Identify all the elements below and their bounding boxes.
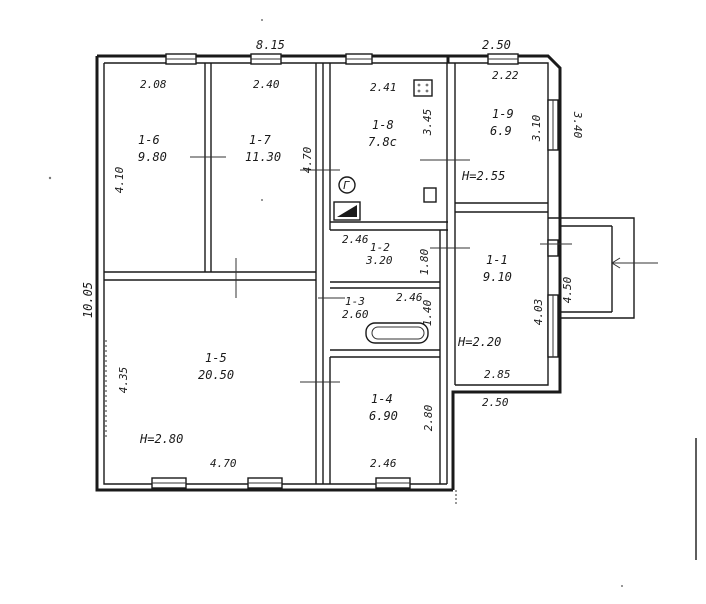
dim-ext-side: 3.40 — [571, 111, 584, 139]
dim-r6-side: 4.10 — [113, 166, 126, 193]
room-id-1-7: 1-7 — [249, 133, 271, 147]
windows — [151, 53, 559, 489]
dim-left-total: 10.05 — [81, 282, 95, 318]
dim-r6-top: 2.08 — [140, 78, 167, 91]
room-id-1-1: 1-1 — [486, 253, 508, 267]
height-main: H=2.80 — [139, 432, 183, 446]
dim-r5-bottom: 4.70 — [210, 457, 237, 470]
fixtures: Г — [333, 79, 437, 344]
room-area-1-4: 6.90 — [369, 409, 398, 423]
room-area-1-3: 2.60 — [342, 308, 369, 321]
dim-r3-side: 1.40 — [421, 299, 434, 326]
room-id-1-5: 1-5 — [205, 351, 227, 365]
room-id-1-9: 1-9 — [492, 107, 514, 121]
room-area-1-9: 6.9 — [490, 124, 512, 138]
dim-top-total: 8.15 — [256, 38, 285, 52]
room-id-1-4: 1-4 — [371, 392, 393, 406]
dim-r7-top: 2.40 — [253, 78, 280, 91]
height-ext-room: H=2.20 — [457, 335, 501, 349]
ceiling-heights: H=2.80 H=2.55 H=2.20 — [139, 169, 505, 446]
dim-r8-side: 3.45 — [421, 109, 434, 137]
bathtub-icon — [365, 322, 429, 344]
room-area-1-6: 9.80 — [138, 150, 167, 164]
dimension-labels: 8.15 2.50 10.05 2.08 2.40 2.41 2.22 4.10… — [81, 38, 584, 470]
dim-r2-top: 2.46 — [342, 233, 369, 246]
room-area-1-1: 9.10 — [483, 270, 512, 284]
dim-r7-side: 4.70 — [301, 146, 314, 173]
dim-r3-top: 2.46 — [396, 291, 423, 304]
height-ext-top: H=2.55 — [461, 169, 505, 183]
room-area-1-8: 7.8c — [368, 135, 397, 149]
room-id-1-3: 1-3 — [345, 295, 365, 308]
dim-r8-top: 2.41 — [370, 81, 397, 94]
dim-r9-side: 3.10 — [530, 114, 543, 142]
door-marks — [190, 156, 572, 383]
dim-r1-side-in: 4.03 — [532, 299, 545, 326]
sink-icon — [413, 79, 433, 97]
room-labels: 1-6 9.80 1-7 11.30 1-8 7.8c 1-9 6.9 1-2 … — [138, 107, 514, 423]
room-area-1-7: 11.30 — [245, 150, 281, 164]
room-area-1-2: 3.20 — [365, 254, 393, 267]
dim-r9-top: 2.22 — [492, 69, 519, 82]
dim-r4-bottom: 2.46 — [370, 457, 397, 470]
scan-marks — [48, 19, 697, 587]
stove-mark: Г — [343, 179, 350, 192]
partitions — [104, 63, 548, 484]
stove-icon — [338, 176, 356, 194]
room-area-1-5: 20.50 — [198, 368, 234, 382]
dim-r4-side: 2.80 — [422, 404, 435, 431]
dim-r5-side: 4.35 — [117, 367, 130, 394]
room-id-1-6: 1-6 — [138, 133, 160, 147]
room-id-1-8: 1-8 — [372, 118, 394, 132]
dim-r1-bottom: 2.85 — [484, 368, 511, 381]
dim-r2-side: 1.80 — [418, 248, 431, 275]
dim-ext-bottom: 2.50 — [482, 396, 509, 409]
dim-r1-side-out: 4.50 — [561, 276, 574, 303]
room-id-1-2: 1-2 — [370, 241, 390, 254]
dim-top-ext: 2.50 — [482, 38, 511, 52]
